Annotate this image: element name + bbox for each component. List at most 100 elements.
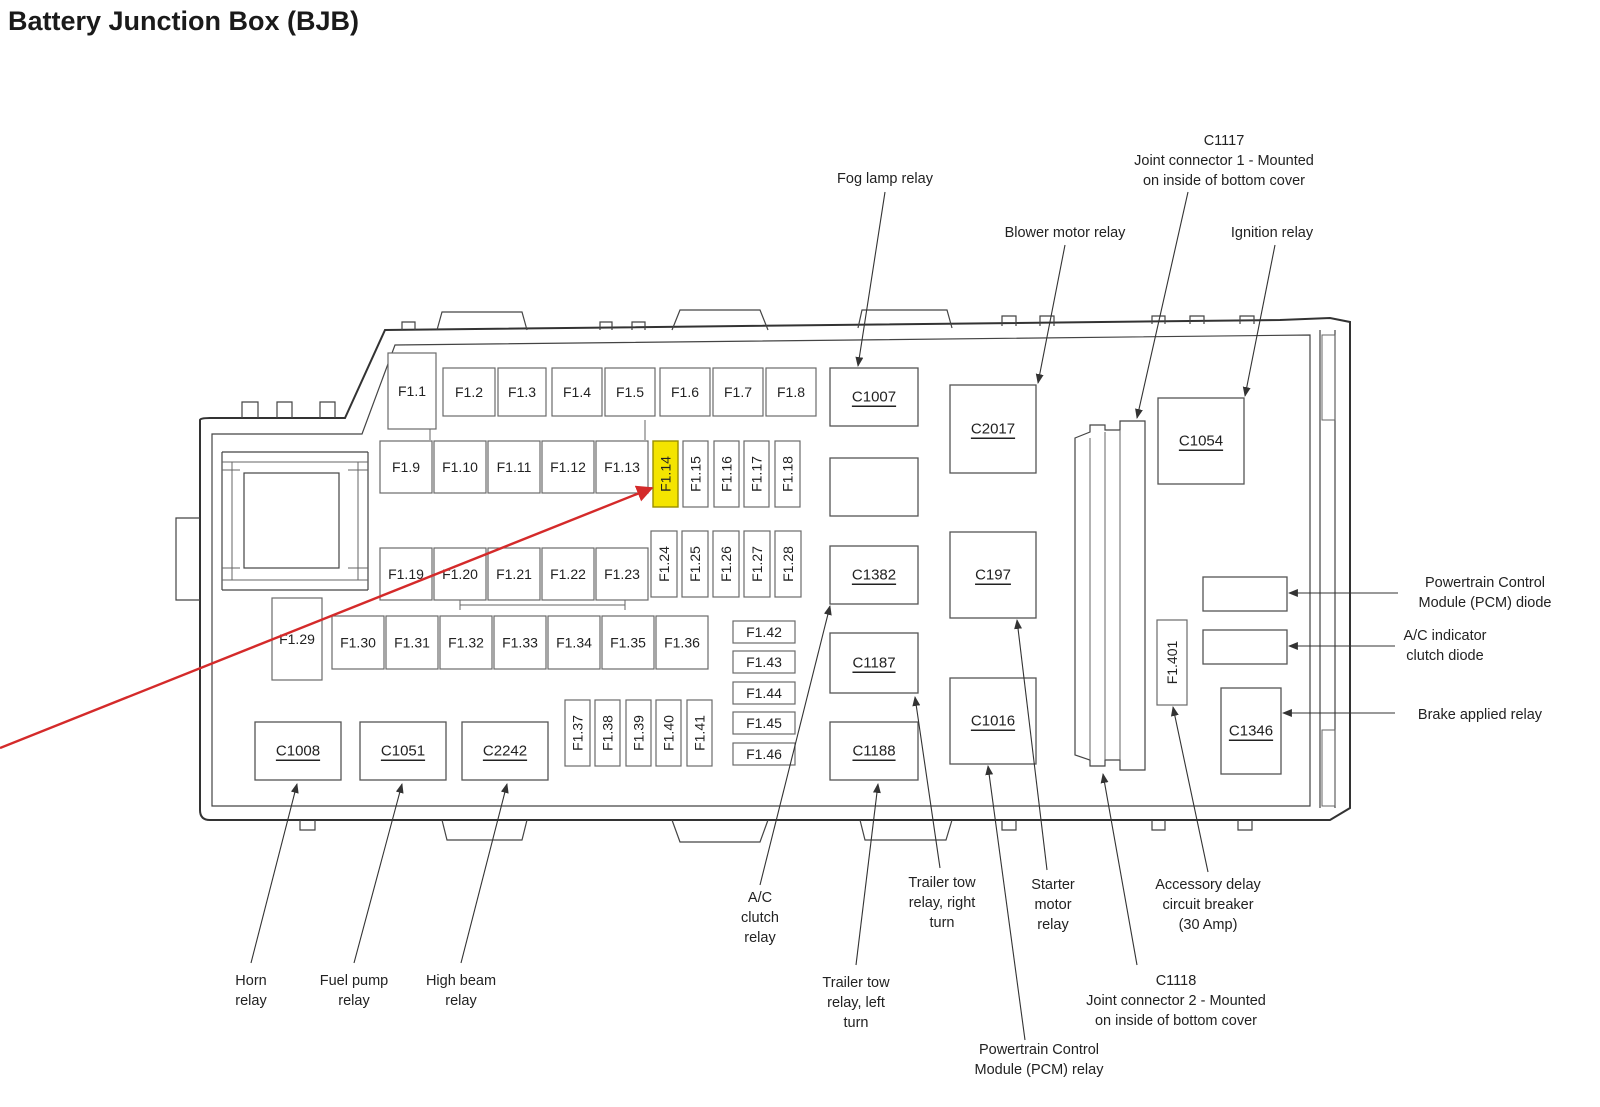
fuse-label: F1.36: [664, 635, 700, 651]
fuse-f1-21: F1.21: [487, 547, 541, 601]
callout-line: Trailer tow: [822, 975, 890, 991]
fuse-f1-31: F1.31: [385, 615, 439, 670]
leader-line: [855, 191, 886, 367]
connector-label: C1016: [971, 713, 1015, 730]
fuse-label: F1.42: [746, 624, 782, 640]
connector-c1382: C1382: [829, 545, 919, 605]
fuse-label: F1.27: [749, 546, 765, 582]
fuse-f1-401: F1.401: [1156, 619, 1188, 706]
connector-label: C2242: [483, 743, 527, 760]
fuse-label: F1.4: [563, 384, 591, 400]
fuse-f1-45: F1.45: [732, 711, 796, 735]
callout-line: C1117: [1204, 133, 1245, 149]
fuse-f1-27: F1.27: [743, 530, 771, 598]
callout-line: relay: [445, 993, 477, 1009]
fuse-f1-18: F1.18: [774, 440, 801, 508]
fuse-f1-35: F1.35: [601, 615, 655, 670]
fuse-f1-37: F1.37: [564, 699, 591, 767]
fuse-label: F1.28: [780, 546, 796, 582]
callout-line: Brake applied relay: [1418, 707, 1543, 723]
fuse-label: F1.31: [394, 635, 430, 651]
callout-line: relay: [1037, 917, 1069, 933]
callout-leaders: [250, 191, 1398, 1041]
fuse-label: F1.38: [600, 715, 616, 751]
callout-fog-lamp-relay: Fog lamp relay: [837, 171, 934, 187]
fuse-f1-3: F1.3: [497, 367, 547, 417]
fuse-label: F1.17: [749, 456, 765, 492]
fuse-f1-19: F1.19: [379, 547, 433, 601]
connector-label: C1346: [1229, 723, 1273, 740]
fuse-label: F1.6: [671, 384, 699, 400]
fuse-label: F1.22: [550, 566, 586, 582]
fuse-f1-26: F1.26: [712, 530, 740, 598]
callout-line: Ignition relay: [1231, 225, 1314, 241]
callout-line: Accessory delay: [1155, 877, 1261, 893]
fuse-f1-41: F1.41: [686, 699, 713, 767]
callout-line: Starter: [1031, 877, 1075, 893]
fuse-f1-38: F1.38: [594, 699, 621, 767]
fuse-label: F1.19: [388, 566, 424, 582]
fuse-label: F1.23: [604, 566, 640, 582]
fuse-label: F1.3: [508, 384, 536, 400]
connector-c2242: C2242: [461, 721, 549, 781]
fuse-label: F1.21: [496, 566, 532, 582]
callout-line: on inside of bottom cover: [1143, 173, 1305, 189]
connector-c1016: C1016: [949, 677, 1037, 765]
leader-line: [1014, 619, 1048, 871]
fuse-label: F1.20: [442, 566, 478, 582]
connector-c1054: C1054: [1157, 397, 1245, 485]
fuse-f1-10: F1.10: [433, 440, 487, 494]
fuse-label: F1.44: [746, 685, 782, 701]
leader-line: [855, 783, 881, 966]
fuse-f1-20: F1.20: [433, 547, 487, 601]
fuse-f1-44: F1.44: [732, 681, 796, 705]
fuse-f1-2: F1.2: [442, 367, 496, 417]
fuse-f1-8: F1.8: [765, 367, 817, 417]
callout-line: Horn: [235, 973, 266, 989]
fuse-label: F1.16: [719, 456, 735, 492]
fuse-f1-11: F1.11: [487, 440, 541, 494]
page-title: Battery Junction Box (BJB): [8, 6, 360, 36]
fuse-label: F1.37: [570, 715, 586, 751]
fuse-f1-14: F1.14: [652, 440, 679, 508]
fuse-label: F1.10: [442, 459, 478, 475]
connector-c197: C197: [949, 531, 1037, 619]
callout-fuel-pump-relay: Fuel pump relay: [320, 973, 389, 1009]
callout-line: (30 Amp): [1179, 917, 1238, 933]
callout-line: Module (PCM) diode: [1419, 595, 1552, 611]
callout-line: relay: [338, 993, 370, 1009]
leader-line: [1135, 191, 1189, 419]
unlabeled-component: [1202, 629, 1288, 665]
fuse-f1-23: F1.23: [595, 547, 649, 601]
unlabeled-component: [1202, 576, 1288, 612]
fuse-f1-22: F1.22: [541, 547, 595, 601]
callout-line: High beam: [426, 973, 496, 989]
fuse-f1-33: F1.33: [493, 615, 547, 670]
unlabeled-component: [829, 457, 919, 517]
fuse-f1-16: F1.16: [713, 440, 740, 508]
fuse-label: F1.2: [455, 384, 483, 400]
callout-line: relay, left: [827, 995, 885, 1011]
callout-line: Fuel pump: [320, 973, 389, 989]
leader-line: [912, 696, 941, 869]
fuse-label: F1.26: [718, 546, 734, 582]
leader-line: [1100, 773, 1138, 966]
callout-brake-applied-relay: Brake applied relay: [1418, 707, 1543, 723]
fuse-label: F1.18: [780, 456, 796, 492]
connector-label: C1382: [852, 567, 896, 584]
callout-line: C1118: [1156, 973, 1197, 989]
leader-line: [985, 765, 1026, 1041]
fuse-label: F1.9: [392, 459, 420, 475]
connector-label: C2017: [971, 421, 1015, 438]
